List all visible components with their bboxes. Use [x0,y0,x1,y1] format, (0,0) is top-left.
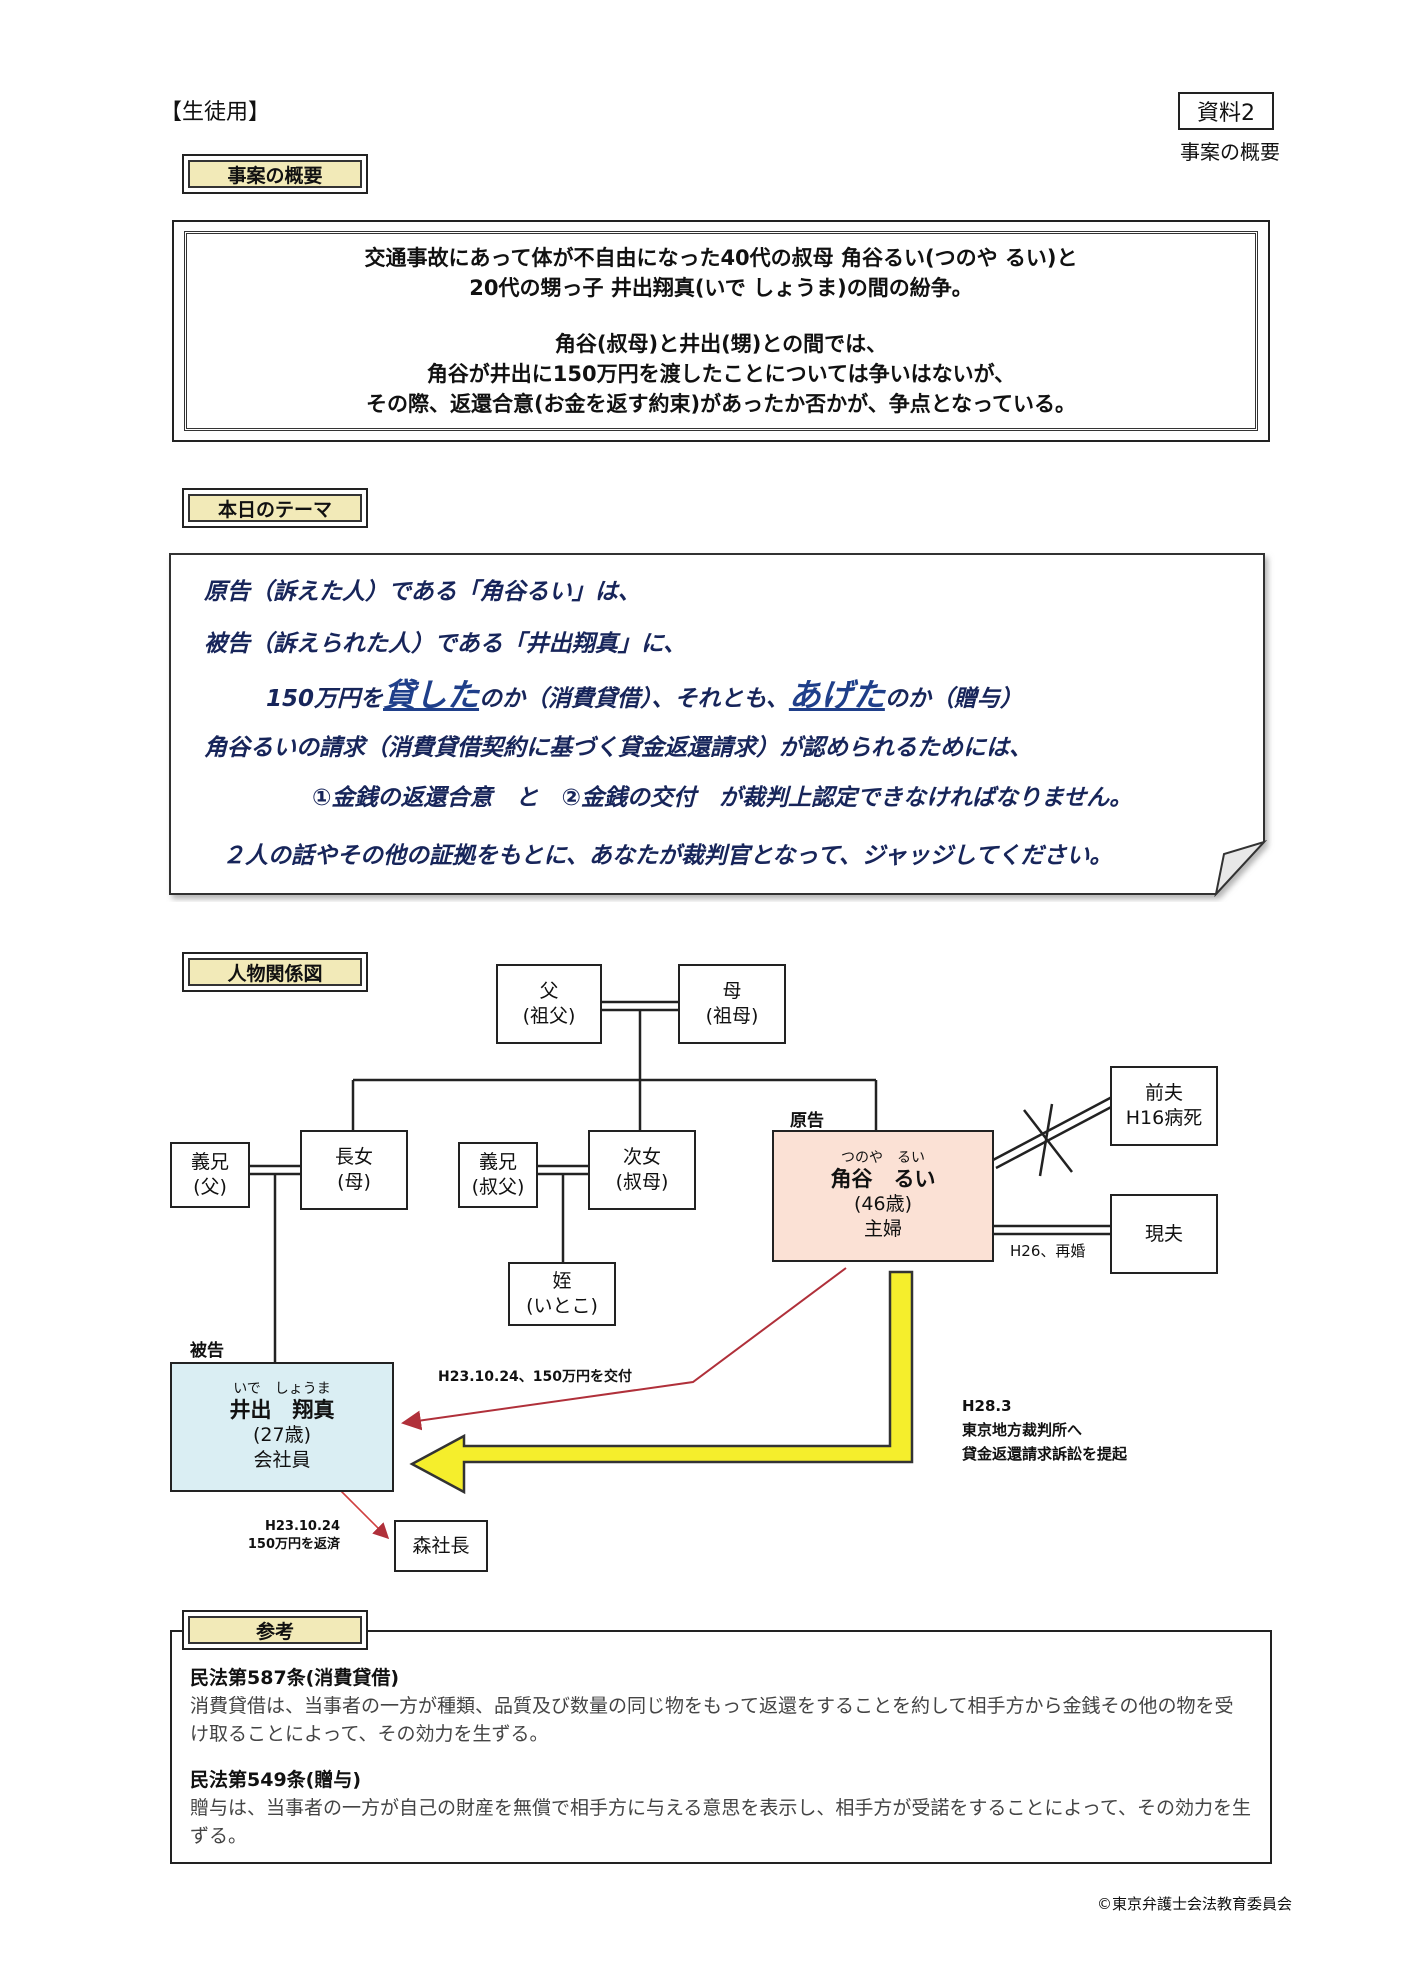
summary-line: 角谷(叔母)と井出(甥)との間では、 [554,332,888,356]
lawsuit-date: H28.3 [962,1397,1012,1415]
relationship-lines [250,1000,1116,1540]
lawsuit-note: H28.3 東京地方裁判所へ 貸金返還請求訴訟を提起 [962,1394,1127,1466]
theme-line: 被告（訴えられた人）である「井出翔真」に、 [204,631,687,657]
theme-text: のか（消費貸借）、それとも、 [479,686,789,712]
person-brother-in-law-uncle: 義兄 (叔父) [458,1142,538,1208]
doc-subtitle: 事案の概要 [1180,140,1280,164]
person-name: 義兄 [478,1151,517,1173]
person-role: (いとこ) [526,1295,598,1317]
person-name: 角谷 るい [830,1167,936,1191]
person-job: 会社員 [253,1449,311,1471]
theme-note-frame [169,553,1268,898]
doc-number-box: 資料2 [1178,92,1274,130]
theme-line: ①金銭の返還合意 と ②金銭の交付 が裁判上認定できなければなりません。 [312,785,1133,811]
section-tag-summary: 事案の概要 [182,154,368,194]
person-current-husband: 現夫 [1110,1194,1218,1274]
summary-line: 角谷が井出に150万円を渡したことについては争いはないが、 [426,362,1016,386]
theme-line-3: 150万円を貸したのか（消費貸借）、それとも、あげたのか（贈与） [266,670,1023,716]
page-curl-icon [1214,839,1268,898]
person-role: (叔母) [615,1171,669,1193]
article-549-body: 贈与は、当事者の一方が自己の財産を無償で相手方に与える意思を表示し、相手方が受諾… [190,1797,1251,1847]
reference-box: 民法第587条(消費貸借) 消費貸借は、当事者の一方が種類、品質及び数量の同じ物… [170,1630,1272,1864]
section-tag-reference: 参考 [182,1610,368,1650]
summary-box: 交通事故にあって体が不自由になった40代の叔母 角谷るい(つのや るい)と 20… [184,231,1258,431]
person-note: H16病死 [1125,1107,1203,1129]
summary-line: 交通事故にあって体が不自由になった40代の叔母 角谷るい(つのや るい)と [364,246,1078,270]
person-name: 母 [722,980,742,1002]
person-role: (祖母) [705,1005,759,1027]
remarriage-note: H26、再婚 [1010,1242,1086,1260]
article-587-title: 民法第587条(消費貸借) [190,1667,400,1689]
summary-line: 20代の甥っ子 井出翔真(いで しょうま)の間の紛争。 [469,276,973,300]
student-label: 【生徒用】 [160,100,271,125]
person-name: 義兄 [190,1151,229,1173]
emphasis-give: あげた [788,676,885,714]
theme-text: 150万円を [266,686,384,712]
theme-line: 角谷るいの請求（消費貸借契約に基づく貸金返還請求）が認められるためには、 [204,735,1032,761]
person-name: 現夫 [1144,1222,1183,1245]
emphasis-lend: 貸した [383,676,480,714]
person-role: (祖父) [522,1005,576,1027]
person-name: 姪 [552,1270,572,1292]
person-age: (46歳) [853,1193,912,1215]
payment-note: H23.10.24、150万円を交付 [438,1369,633,1385]
repay-note: H23.10.24 150万円を返済 [230,1518,340,1554]
person-second-daughter: 次女 (叔母) [588,1130,696,1210]
theme-text: のか（贈与） [884,686,1023,712]
defendant-label: 被告 [190,1341,224,1361]
name-reading: いで しょうま [233,1381,331,1397]
repay-amount: 150万円を返済 [247,1537,340,1552]
article-587-body: 消費貸借は、当事者の一方が種類、品質及び数量の同じ物をもって返還をすることを約し… [190,1695,1234,1745]
repay-date: H23.10.24 [264,1519,340,1534]
person-former-husband: 前夫 H16病死 [1110,1066,1218,1146]
copyright: ©東京弁護士会法教育委員会 [1096,1895,1292,1913]
lawsuit-court: 東京地方裁判所へ [962,1421,1083,1439]
person-brother-in-law-father: 義兄 (父) [170,1142,250,1208]
plaintiff-label: 原告 [790,1111,824,1131]
person-name: 森社長 [412,1534,470,1557]
person-eldest-daughter: 長女 (母) [300,1130,408,1210]
theme-line: 原告（訴えた人）である「角谷るい」は、 [204,579,641,605]
article-549-title: 民法第549条(贈与) [190,1769,362,1791]
section-tag-relations: 人物関係図 [182,952,368,992]
person-grandmother: 母 (祖母) [678,964,786,1044]
theme-line: ２人の話やその他の証拠をもとに、あなたが裁判官となって、ジャッジしてください。 [222,843,1113,869]
person-name: 井出 翔真 [229,1398,335,1422]
person-role: (父) [193,1176,227,1198]
summary-frame [172,220,1270,442]
person-grandfather: 父 (祖父) [496,964,602,1044]
lawsuit-claim: 貸金返還請求訴訟を提起 [962,1445,1128,1463]
person-job: 主婦 [863,1218,902,1240]
person-name: 前夫 [1144,1082,1183,1104]
person-president-mori: 森社長 [394,1520,488,1572]
person-niece: 姪 (いとこ) [508,1262,616,1326]
person-name: 次女 [622,1146,661,1168]
person-defendant: いで しょうま 井出 翔真 (27歳) 会社員 [170,1362,394,1492]
name-reading: つのや るい [841,1150,925,1166]
person-name: 長女 [334,1146,373,1168]
summary-line: その際、返還合意(お金を返す約束)があったか否かが、争点となっている。 [365,392,1077,416]
person-plaintiff: つのや るい 角谷 るい (46歳) 主婦 [772,1130,994,1262]
section-tag-theme: 本日のテーマ [182,488,368,528]
person-role: (母) [337,1171,371,1193]
person-age: (27歳) [252,1424,311,1446]
person-name: 父 [539,980,559,1002]
person-role: (叔父) [471,1176,525,1198]
